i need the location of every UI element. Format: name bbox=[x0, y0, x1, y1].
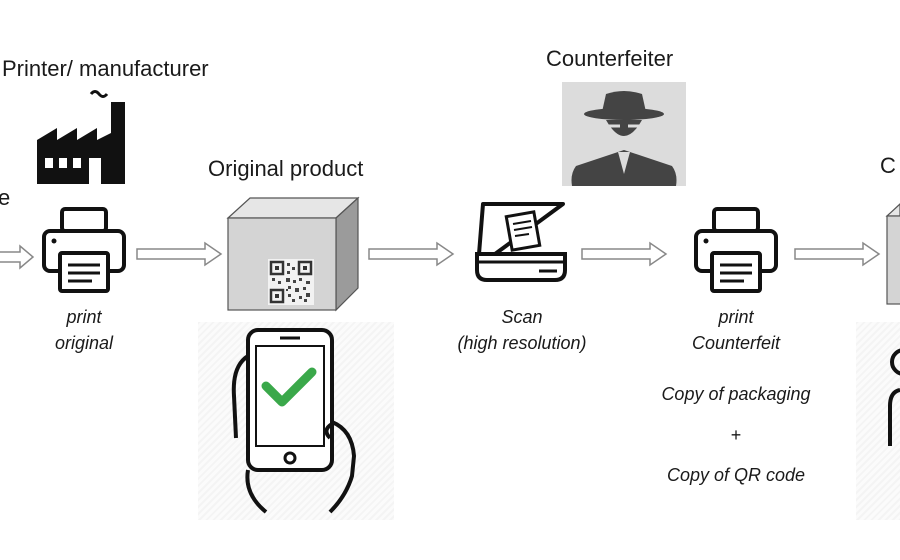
scan-line1: Scan bbox=[501, 307, 543, 327]
copy-packaging-note: Copy of packaging bbox=[661, 384, 811, 404]
printer-manufacturer-label: Printer/ manufacturer bbox=[2, 56, 209, 81]
arrow-right-icon bbox=[0, 244, 35, 270]
right-cut-label: C bbox=[880, 153, 896, 178]
scan-line2: (high resolution) bbox=[457, 333, 587, 353]
print-counterfeit-step: print Counterfeit bbox=[666, 304, 806, 356]
arrow-right-icon bbox=[136, 241, 223, 267]
person-icon bbox=[888, 348, 900, 446]
copy-qr-note: Copy of QR code bbox=[666, 465, 806, 485]
print-counterfeit-line2: Counterfeit bbox=[691, 333, 781, 353]
counterfeit-box-icon bbox=[885, 203, 900, 305]
print-original-step: print original bbox=[24, 304, 144, 356]
print-original-line1: print bbox=[66, 307, 102, 327]
print-counterfeit-line1: print bbox=[718, 307, 754, 327]
phone-check-icon bbox=[231, 328, 357, 514]
printer-icon bbox=[42, 207, 126, 293]
counterfeiter-icon bbox=[571, 91, 677, 186]
arrow-right-icon bbox=[794, 241, 881, 267]
plus-sign: + bbox=[730, 425, 742, 445]
counterfeiter-label: Counterfeiter bbox=[546, 46, 674, 71]
printer-icon bbox=[694, 207, 778, 293]
left-cut-label: e bbox=[0, 185, 11, 210]
print-original-line2: original bbox=[54, 333, 114, 353]
factory-icon bbox=[37, 90, 125, 184]
original-product-label: Original product bbox=[208, 156, 364, 181]
qr-code-icon bbox=[268, 259, 314, 305]
arrow-right-icon bbox=[581, 241, 668, 267]
arrow-right-icon bbox=[368, 241, 455, 267]
scan-step: Scan (high resolution) bbox=[442, 304, 602, 356]
scanner-icon bbox=[475, 202, 567, 282]
